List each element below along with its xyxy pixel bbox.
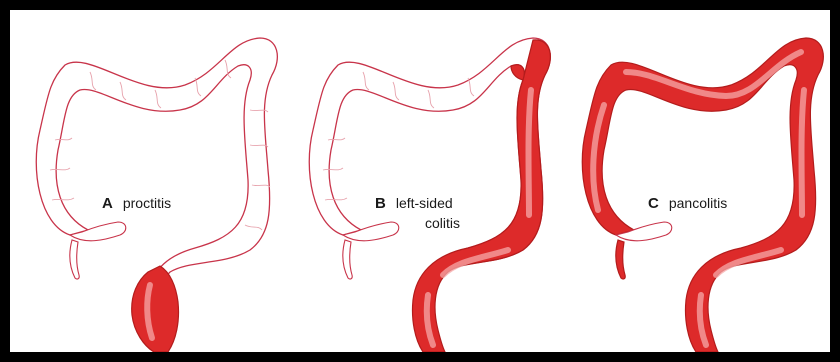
panel-letter-b: B [375,195,386,212]
panel-label-c: pancolitis [669,195,727,211]
colon-diagram-left-sided [283,10,556,352]
panel-label-b: left-sided [396,195,453,211]
caption-b-line2: colitis [425,214,460,232]
panel-label-a: proctitis [123,195,171,211]
panel-letter-c: C [648,195,659,212]
panel-letter-a: A [102,195,113,212]
panel-label-b-line2: colitis [425,215,460,231]
colon-diagram-pancolitis [556,10,829,352]
appendix-tail [343,240,352,279]
appendix-tail [616,240,625,279]
appendix-tail [70,240,79,279]
colon-diagram-proctitis [10,10,283,352]
inflamed-rectum [132,266,179,352]
